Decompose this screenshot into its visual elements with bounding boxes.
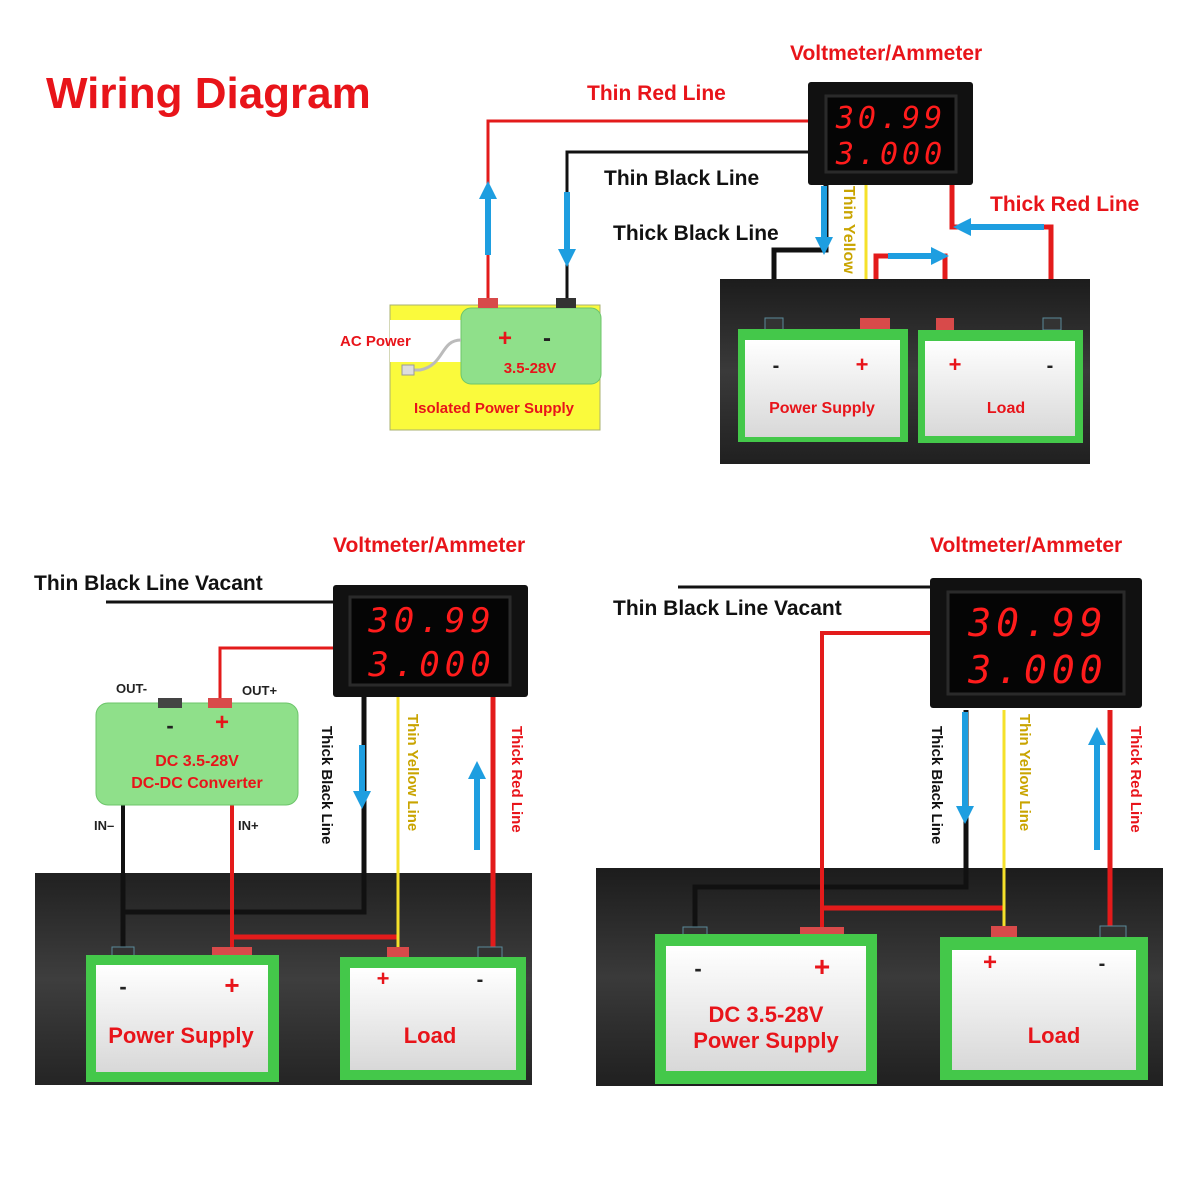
- out-minus-label: OUT-: [116, 681, 147, 696]
- ps-line1: DC 3.5-28V: [709, 1002, 824, 1027]
- isolated-power-supply: + - 3.5-28V Isolated Power Supply AC Pow…: [340, 298, 602, 431]
- top-diagram: Voltmeter/Ammeter 30.99 3.000 Thin Red L…: [340, 42, 1139, 464]
- current-reading: 3.000: [967, 648, 1107, 692]
- bottom-right-diagram: Voltmeter/Ammeter Thin Black Line Vacant…: [596, 534, 1163, 1086]
- ps-label: Power Supply: [769, 400, 875, 417]
- converter-minus: -: [166, 713, 173, 738]
- in-minus-label: IN–: [94, 818, 114, 833]
- current-reading: 3.000: [367, 645, 495, 685]
- load-minus: -: [477, 969, 484, 991]
- ps-minus: -: [694, 956, 701, 981]
- thin-black-vacant-label: Thin Black Line Vacant: [34, 572, 263, 595]
- voltmeter-ammeter-display: 30.99 3.000: [930, 578, 1142, 708]
- page-title: Wiring Diagram: [46, 69, 371, 118]
- voltmeter-ammeter-display: 30.99 3.000: [333, 585, 528, 697]
- top-load-box: + - Load: [918, 317, 1083, 443]
- bottom-left-diagram: Voltmeter/Ammeter Thin Black Line Vacant…: [34, 534, 532, 1085]
- ps-plus: +: [814, 951, 830, 982]
- load-label: Load: [987, 400, 1025, 417]
- thick-red-line-label: Thick Red Line: [990, 193, 1139, 216]
- thick-black-line-label: Thick Black Line: [613, 222, 779, 245]
- isolated-supply-label: Isolated Power Supply: [414, 400, 575, 417]
- meter-label: Voltmeter/Ammeter: [790, 42, 982, 65]
- thin-red-wire: [218, 646, 335, 700]
- voltage-reading: 30.99: [367, 601, 495, 641]
- ac-plug-icon: [412, 338, 462, 372]
- br-power-supply-box: - + DC 3.5-28V Power Supply: [655, 926, 877, 1084]
- ps-line2: Power Supply: [693, 1028, 839, 1053]
- converter-line2: DC-DC Converter: [131, 775, 263, 792]
- isolated-plus: +: [498, 325, 512, 352]
- isolated-voltage: 3.5-28V: [504, 360, 557, 377]
- ps-label: Power Supply: [108, 1023, 254, 1048]
- thick-red-line-label: Thick Red Line: [508, 726, 525, 833]
- ps-plus: +: [224, 970, 239, 1000]
- load-minus: -: [1047, 355, 1054, 377]
- ps-minus: -: [773, 355, 780, 377]
- load-plus: +: [377, 966, 390, 991]
- dc-dc-converter: OUT- OUT+ - + DC 3.5-28V DC-DC Converter…: [94, 681, 299, 833]
- load-label: Load: [1028, 1023, 1081, 1048]
- meter-label: Voltmeter/Ammeter: [333, 534, 525, 557]
- br-load-box: + - Load: [940, 925, 1148, 1080]
- thin-red-line-label: Thin Red Line: [587, 82, 726, 105]
- ps-minus: -: [119, 974, 126, 999]
- load-plus: +: [983, 949, 997, 976]
- isolated-minus: -: [543, 325, 551, 352]
- thin-red-wire: [486, 119, 810, 302]
- ps-plus: +: [856, 352, 869, 377]
- ac-power-label: AC Power: [340, 333, 411, 350]
- current-reading: 3.000: [835, 137, 946, 172]
- meter-label: Voltmeter/Ammeter: [930, 534, 1122, 557]
- load-minus: -: [1099, 953, 1106, 975]
- voltmeter-ammeter-display: 30.99 3.000: [808, 82, 973, 185]
- thin-red-wire: [820, 631, 930, 935]
- thick-black-line-label: Thick Black Line: [928, 726, 945, 844]
- converter-plus: +: [215, 709, 229, 736]
- thin-black-line-label: Thin Black Line: [604, 167, 759, 190]
- bl-load-box: + - Load: [340, 946, 526, 1080]
- voltage-reading: 30.99: [835, 101, 946, 136]
- load-label: Load: [404, 1023, 457, 1048]
- bl-power-supply-box: - + Power Supply: [86, 946, 279, 1082]
- top-power-supply-box: - + Power Supply: [738, 317, 908, 442]
- in-plus-label: IN+: [238, 818, 259, 833]
- out-plus-label: OUT+: [242, 683, 277, 698]
- load-plus: +: [949, 352, 962, 377]
- thick-red-line-label: Thick Red Line: [1127, 726, 1144, 833]
- thin-yellow-line-label: Thin Yellow Line: [404, 714, 421, 831]
- converter-line1: DC 3.5-28V: [155, 753, 239, 770]
- voltage-reading: 30.99: [967, 601, 1107, 645]
- thin-yellow-line-label: Thin Yellow Line: [1016, 714, 1033, 831]
- thin-black-vacant-label: Thin Black Line Vacant: [613, 597, 842, 620]
- thick-black-line-label: Thick Black Line: [318, 726, 335, 844]
